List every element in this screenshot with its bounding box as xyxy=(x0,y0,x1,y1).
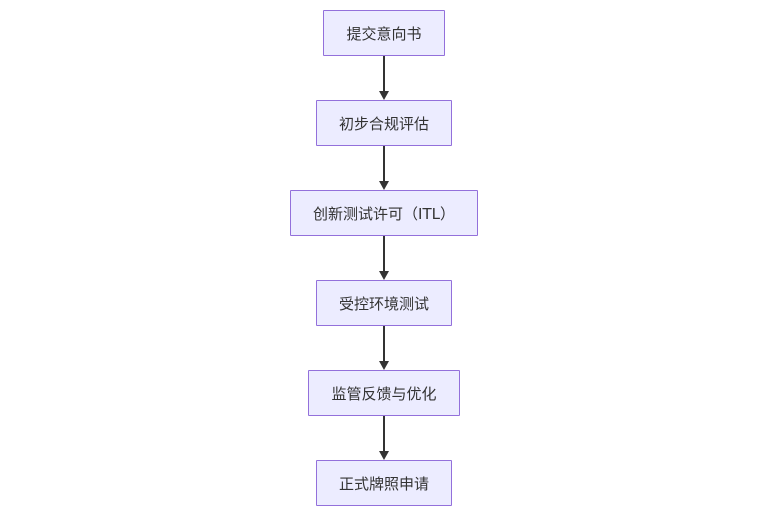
arrow-line xyxy=(383,326,385,361)
flow-node-label: 创新测试许可（ITL） xyxy=(313,204,455,223)
flow-node-label: 初步合规评估 xyxy=(338,114,429,133)
flow-node-label: 受控环境测试 xyxy=(338,294,429,313)
flow-node-label: 提交意向书 xyxy=(346,24,422,43)
arrow-line xyxy=(383,146,385,181)
flow-node-controlled-testing: 受控环境测试 xyxy=(315,280,452,326)
flow-arrow xyxy=(378,326,390,370)
arrow-head-icon xyxy=(379,451,389,460)
flow-node-label: 正式牌照申请 xyxy=(338,474,429,493)
arrow-line xyxy=(383,56,385,91)
flow-arrow xyxy=(378,146,390,190)
arrow-head-icon xyxy=(379,91,389,100)
arrow-line xyxy=(383,416,385,451)
flow-arrow xyxy=(378,56,390,100)
flow-arrow xyxy=(378,236,390,280)
flow-node-label: 监管反馈与优化 xyxy=(331,384,437,403)
arrow-head-icon xyxy=(379,181,389,190)
arrow-head-icon xyxy=(379,361,389,370)
flow-node-regulatory-feedback: 监管反馈与优化 xyxy=(308,370,460,416)
flow-node-itl-license: 创新测试许可（ITL） xyxy=(290,190,478,236)
flow-node-submit-loi: 提交意向书 xyxy=(323,10,445,56)
flow-node-compliance-assessment: 初步合规评估 xyxy=(315,100,452,146)
flow-node-formal-license-application: 正式牌照申请 xyxy=(315,460,452,506)
arrow-line xyxy=(383,236,385,271)
flow-arrow xyxy=(378,416,390,460)
arrow-head-icon xyxy=(379,271,389,280)
